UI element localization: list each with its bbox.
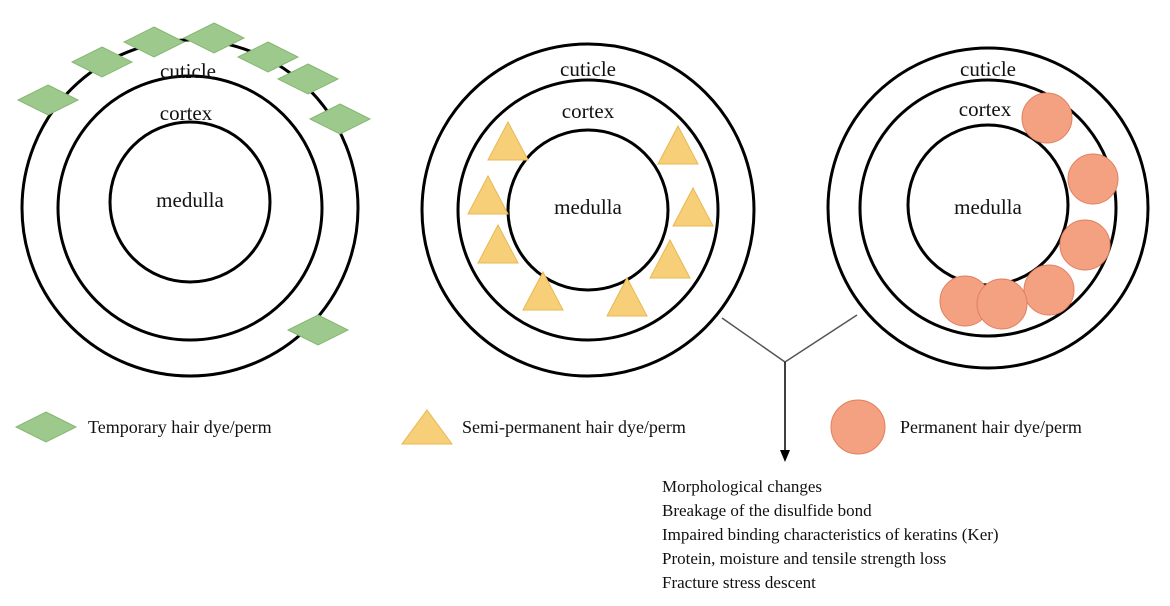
diamond-particle <box>276 63 340 95</box>
legend-label: Semi-permanent hair dye/perm <box>462 417 686 437</box>
legend-item-temporary: Temporary hair dye/perm <box>14 411 272 443</box>
triangle-particle <box>606 276 648 317</box>
permanent-dye-particles <box>939 92 1119 330</box>
legend: Temporary hair dye/perm Semi-permanent h… <box>14 399 1082 455</box>
triangle-particle <box>657 124 699 165</box>
cortex-ring <box>858 78 1118 338</box>
legend-circle-icon <box>830 399 886 455</box>
effect-item: Protein, moisture and tensile strength l… <box>662 549 946 568</box>
cuticle-label: cuticle <box>960 57 1016 81</box>
diamond-particle <box>308 103 372 135</box>
triangle-particle <box>487 120 529 161</box>
triangle-particle <box>649 238 691 279</box>
legend-label: Permanent hair dye/perm <box>900 417 1082 437</box>
effects-connector <box>721 314 858 462</box>
triangle-particle <box>672 186 714 227</box>
cortex-ring <box>56 74 324 342</box>
effect-item: Fracture stress descent <box>662 573 816 592</box>
diamond-particle <box>122 26 186 58</box>
hair-cross-section-permanent: cuticle cortex medulla <box>826 46 1150 370</box>
circle-particle <box>976 278 1028 330</box>
cortex-ring <box>456 78 720 342</box>
circle-particle <box>1067 153 1119 205</box>
medulla-ring <box>108 120 272 284</box>
triangle-particle <box>477 223 519 264</box>
effect-item: Impaired binding characteristics of kera… <box>662 525 999 544</box>
cortex-label: cortex <box>562 99 615 123</box>
effects-list: Morphological changes Breakage of the di… <box>662 477 999 592</box>
cuticle-ring <box>420 42 756 378</box>
triangle-particle <box>467 174 509 215</box>
effect-item: Morphological changes <box>662 477 822 496</box>
connector-right-branch <box>784 314 858 363</box>
medulla-label: medulla <box>156 188 224 212</box>
legend-triangle-icon <box>401 409 453 445</box>
diamond-particle <box>182 22 246 54</box>
cuticle-label: cuticle <box>560 57 616 81</box>
legend-item-permanent: Permanent hair dye/perm <box>830 399 1082 455</box>
semi-permanent-dye-particles <box>467 120 714 317</box>
circle-particle <box>1021 92 1073 144</box>
medulla-ring <box>506 128 670 292</box>
medulla-label: medulla <box>554 195 622 219</box>
cuticle-label: cuticle <box>160 59 216 83</box>
circle-particle <box>1023 264 1075 316</box>
hair-cross-section-temporary: cuticle cortex medulla <box>16 22 372 378</box>
diamond-particle <box>286 314 350 346</box>
cuticle-ring <box>826 46 1150 370</box>
temporary-dye-particles <box>16 22 372 346</box>
cortex-label: cortex <box>959 97 1012 121</box>
circle-particle <box>1059 219 1111 271</box>
diamond-particle <box>70 46 134 78</box>
arrow-head-icon <box>780 450 790 462</box>
cortex-label: cortex <box>160 101 213 125</box>
diamond-particle <box>16 84 80 116</box>
hair-cross-section-semi-permanent: cuticle cortex medulla <box>420 42 756 378</box>
connector-left-branch <box>721 317 786 363</box>
legend-item-semi-permanent: Semi-permanent hair dye/perm <box>401 409 686 445</box>
legend-label: Temporary hair dye/perm <box>88 417 272 437</box>
triangle-particle <box>522 270 564 311</box>
legend-diamond-icon <box>14 411 78 443</box>
medulla-label: medulla <box>954 195 1022 219</box>
effect-item: Breakage of the disulfide bond <box>662 501 872 520</box>
diamond-particle <box>236 41 300 73</box>
